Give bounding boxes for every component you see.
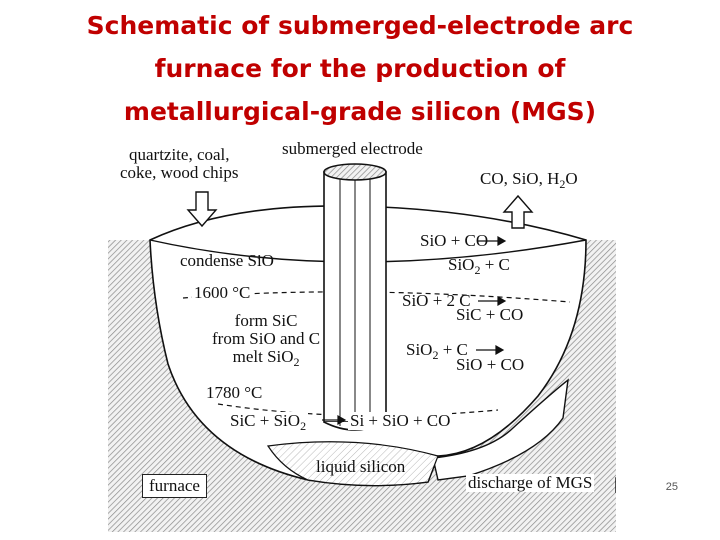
- condense-label: condense SiO: [180, 251, 274, 270]
- bottom-reaction-right: Si + SiO + CO: [348, 411, 453, 430]
- form-sic-label: form SiC from SiO and C melt SiO2: [212, 311, 321, 370]
- liquid-silicon-label: liquid silicon: [316, 457, 406, 476]
- reaction-2-products: SiC + CO: [456, 305, 524, 324]
- tap-hole: [432, 378, 569, 481]
- furnace-diagram: quartzite, coal, coke, wood chips submer…: [108, 134, 616, 532]
- reaction-3-products: SiO + CO: [456, 355, 525, 374]
- slide-title: Schematic of submerged-electrode arc fur…: [0, 4, 720, 133]
- title-line-3: metallurgical-grade silicon (MGS): [123, 97, 597, 126]
- furnace-label: furnace: [142, 474, 207, 498]
- temp-1780-label: 1780 °C: [204, 383, 265, 402]
- silicon-pool: [266, 441, 439, 487]
- gas-arrow: [502, 194, 534, 229]
- reaction-1-reactants: SiO + CO: [420, 231, 489, 250]
- gases-label: CO, SiO, H2O: [480, 169, 578, 192]
- bottom-reaction-left: SiC + SiO2: [228, 411, 309, 435]
- electrode-label: submerged electrode: [282, 139, 423, 158]
- input-arrow: [186, 191, 218, 228]
- page-number: 25: [665, 481, 678, 493]
- discharge-label: discharge of MGS: [466, 473, 595, 492]
- inputs-label: quartzite, coal, coke, wood chips: [120, 145, 239, 182]
- electrode-top: [323, 163, 387, 181]
- reaction-arrows: [322, 235, 507, 426]
- reaction-3-reactants: SiO2 + C: [406, 340, 468, 363]
- title-line-1: Schematic of submerged-electrode arc: [86, 11, 634, 40]
- reaction-1-products: SiO2 + C: [448, 255, 510, 278]
- title-line-2: furnace for the production of: [154, 54, 566, 83]
- temp-1600-label: 1600 °C: [192, 283, 253, 302]
- reaction-2-reactants: SiO + 2 C: [402, 291, 471, 310]
